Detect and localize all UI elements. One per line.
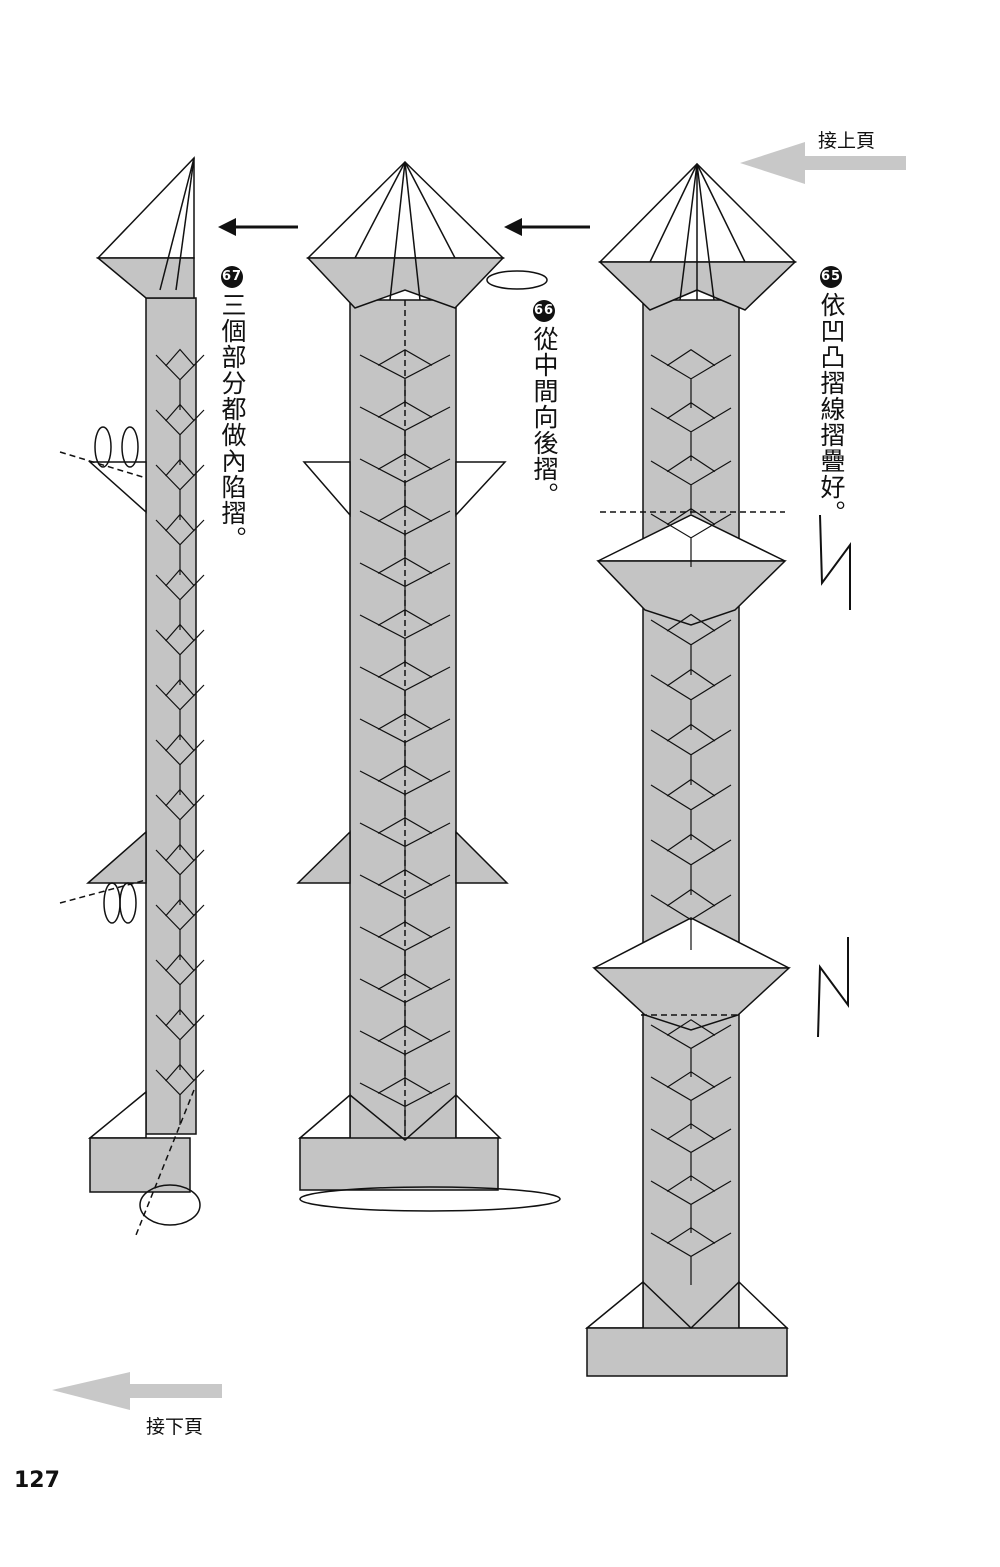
page-number: 127 xyxy=(14,1468,60,1493)
step-arrow-65-to-66 xyxy=(504,218,590,236)
step-66-text: 從中間向後摺。 xyxy=(530,326,559,508)
fold-segment xyxy=(650,507,732,567)
step-67-text: 三個部分都做內陷摺。 xyxy=(218,292,247,552)
figure-66-zigzag-chain xyxy=(359,349,451,1135)
continue-from-arrow[interactable] xyxy=(740,142,906,184)
fold-segment xyxy=(650,1227,732,1285)
step-66-number: 66 xyxy=(533,300,555,322)
step-65-number: 65 xyxy=(820,266,842,288)
step-arrow-66-to-67 xyxy=(218,218,298,236)
fold-segment xyxy=(359,1077,451,1135)
fold-segment xyxy=(155,1063,205,1125)
figure-67-zigzag-chain xyxy=(155,348,205,1125)
step-65-text: 依凹凸摺線摺疊好。 xyxy=(817,292,846,526)
step-66-caption: 66 從中間向後摺。 xyxy=(530,300,559,508)
figure-step-66 xyxy=(296,160,561,1212)
figure-step-67 xyxy=(59,156,201,1236)
continue-from-label[interactable]: 接上頁 xyxy=(818,130,876,152)
continue-to-arrow[interactable] xyxy=(52,1372,222,1410)
figure-step-65 xyxy=(584,162,851,1377)
figure-65-zigzag-chain xyxy=(650,348,732,1285)
step-67-caption: 67 三個部分都做內陷摺。 xyxy=(218,266,247,552)
step-67-number: 67 xyxy=(221,266,243,288)
fold-segment xyxy=(650,888,732,950)
continue-to-label[interactable]: 接下頁 xyxy=(146,1416,204,1438)
step-65-caption: 65 依凹凸摺線摺疊好。 xyxy=(817,266,846,526)
